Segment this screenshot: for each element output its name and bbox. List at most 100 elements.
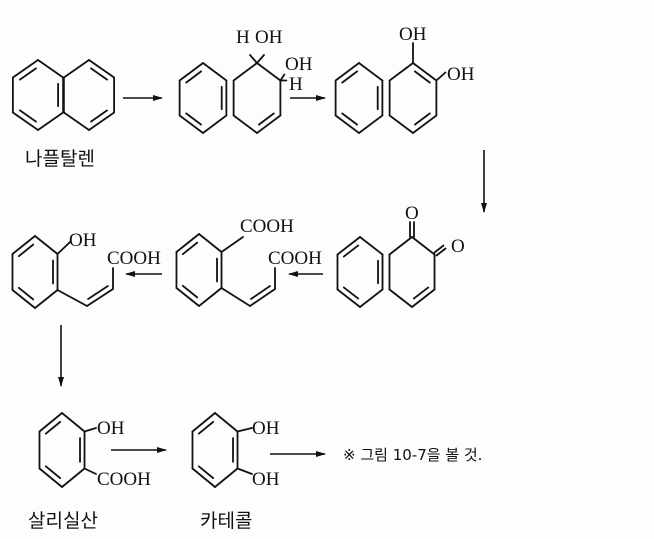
oh-bond bbox=[279, 73, 286, 82]
dihydrodiol-h-side: H bbox=[289, 74, 303, 95]
catechol-ring-bond bbox=[191, 412, 216, 433]
middle-cooh-chain: COOH bbox=[268, 248, 322, 269]
vinyl-double-bond-double bbox=[87, 285, 109, 300]
quinone-ring-b-bond bbox=[388, 236, 413, 256]
catechol-ring-bond bbox=[214, 467, 239, 488]
diol-oh-2: OH bbox=[447, 64, 475, 85]
quinone-ring-a-bond bbox=[336, 236, 361, 256]
salicylic-acid-label: 살리실산 bbox=[28, 510, 98, 532]
quinone-ring-b-bond bbox=[411, 288, 436, 308]
quinone-ring-a-double-bond bbox=[342, 244, 360, 258]
middle-ring-bond bbox=[175, 233, 200, 253]
catechol-ring-bond bbox=[214, 412, 239, 433]
middle-ring-double-bond bbox=[181, 241, 199, 256]
dihydrodiol-ring-a-bond bbox=[202, 114, 228, 134]
naphthalene-label: 나플탈렌 bbox=[25, 148, 95, 170]
quinone-ring-a-double-bond bbox=[342, 286, 360, 300]
salicylic-ring-double-bond bbox=[44, 465, 62, 480]
left-ring-bond bbox=[34, 235, 59, 255]
salicylic-ring-bond bbox=[38, 412, 63, 433]
left-ring-bond bbox=[11, 235, 36, 255]
naphthalene-ring-a-double-bond bbox=[19, 109, 37, 123]
vinyl-double-bond bbox=[249, 288, 276, 307]
diol-oh-1: OH bbox=[399, 24, 427, 45]
quinone-o-2: O bbox=[451, 236, 465, 257]
diol-ring-b-bond bbox=[388, 114, 414, 134]
catechol-ring-double-bond bbox=[197, 420, 215, 435]
quinone-ring-b-double-bond bbox=[412, 286, 430, 300]
dihydrodiol-ring-a-double-bond bbox=[185, 70, 203, 84]
dihydrodiol-ring-b-bond bbox=[232, 62, 258, 82]
oh-bond bbox=[435, 71, 447, 82]
vinyl-bond bbox=[56, 289, 88, 307]
naphthalene-ring-b-double-bond bbox=[90, 109, 108, 123]
left-ring-double-bond bbox=[17, 286, 35, 301]
naphthalene-ring-a-bond bbox=[11, 59, 39, 79]
dihydrodiol-h-top: H bbox=[236, 27, 250, 48]
salicylic-ring-bond bbox=[38, 467, 63, 488]
salicylic-ring-double-bond bbox=[44, 420, 62, 435]
dihydrodiol-ring-a-bond bbox=[202, 62, 228, 82]
middle-cooh-ring: COOH bbox=[240, 216, 294, 237]
vinyl-bond bbox=[220, 287, 251, 307]
naphthalene-ring-a-bond bbox=[37, 59, 65, 79]
vinyl-double-bond-double bbox=[250, 285, 271, 300]
middle-ring-bond bbox=[175, 287, 200, 307]
dihydrodiol-ring-a-bond bbox=[178, 114, 204, 134]
diol-ring-b-double-bond bbox=[413, 70, 431, 84]
quinone-ring-a-bond bbox=[336, 288, 361, 308]
diol-ring-a-bond bbox=[334, 62, 360, 82]
middle-ring-bond bbox=[198, 233, 223, 253]
dihydrodiol-oh-top: OH bbox=[255, 27, 283, 48]
arrows bbox=[58, 95, 487, 457]
left-ring-bond bbox=[11, 289, 36, 309]
co-bond bbox=[433, 244, 445, 254]
oh-bond bbox=[236, 467, 253, 475]
h-bond bbox=[249, 54, 258, 64]
diol-ring-a-double-bond bbox=[341, 112, 359, 126]
left-ring-bond bbox=[34, 289, 59, 309]
diol-ring-a-double-bond bbox=[341, 70, 359, 84]
left-ring-double-bond bbox=[17, 243, 35, 258]
left-cooh: COOH bbox=[107, 248, 161, 269]
quinone-ring-b-bond bbox=[411, 236, 436, 256]
naphthalene-ring-b-bond bbox=[88, 59, 116, 79]
naphthalene-ring-b-bond bbox=[62, 111, 90, 131]
diol-ring-b-bond bbox=[412, 114, 438, 134]
oh-bond bbox=[83, 427, 97, 433]
naphthalene-ring-a-bond bbox=[11, 111, 39, 131]
dihydrodiol-ring-a-double-bond bbox=[185, 112, 203, 126]
dihydrodiol-ring-b-bond bbox=[232, 114, 258, 134]
see-figure-note: ※ 그림 10-7을 볼 것. bbox=[343, 446, 482, 464]
catechol-oh-2: OH bbox=[252, 469, 280, 490]
diol-ring-b-bond bbox=[388, 62, 414, 82]
naphthalene-ring-b-bond bbox=[62, 59, 90, 79]
catechol-ring-bond bbox=[191, 467, 216, 488]
dihydrodiol-ring-b-bond bbox=[256, 62, 282, 82]
diol-ring-a-bond bbox=[358, 62, 384, 82]
naphthalene-ring-a-double-bond bbox=[19, 67, 37, 81]
naphthalene-ring-a-bond bbox=[37, 111, 65, 131]
salicylic-oh: OH bbox=[97, 418, 125, 439]
cooh-bond bbox=[83, 467, 97, 475]
dihydrodiol-ring-b-bond bbox=[256, 114, 282, 134]
oh-bond bbox=[236, 427, 253, 433]
dihydrodiol-ring-a-bond bbox=[178, 62, 204, 82]
quinone-ring-a-bond bbox=[359, 236, 384, 256]
diol-ring-b-bond bbox=[412, 62, 438, 82]
oh-bond bbox=[56, 241, 71, 255]
salicylic-ring-bond bbox=[61, 467, 86, 488]
middle-ring-double-bond bbox=[181, 284, 199, 299]
dihydrodiol-oh-side: OH bbox=[285, 54, 313, 75]
diol-ring-a-bond bbox=[334, 114, 360, 134]
diol-ring-a-bond bbox=[358, 114, 384, 134]
vinyl-double-bond bbox=[86, 288, 114, 307]
naphthalene-ring-b-double-bond bbox=[90, 67, 108, 81]
quinone-ring-b-bond bbox=[388, 288, 413, 308]
catechol-label: 카테콜 bbox=[200, 510, 252, 532]
middle-ring-bond bbox=[198, 287, 223, 307]
salicylic-ring-bond bbox=[61, 412, 86, 433]
cooh-bond bbox=[220, 236, 244, 253]
